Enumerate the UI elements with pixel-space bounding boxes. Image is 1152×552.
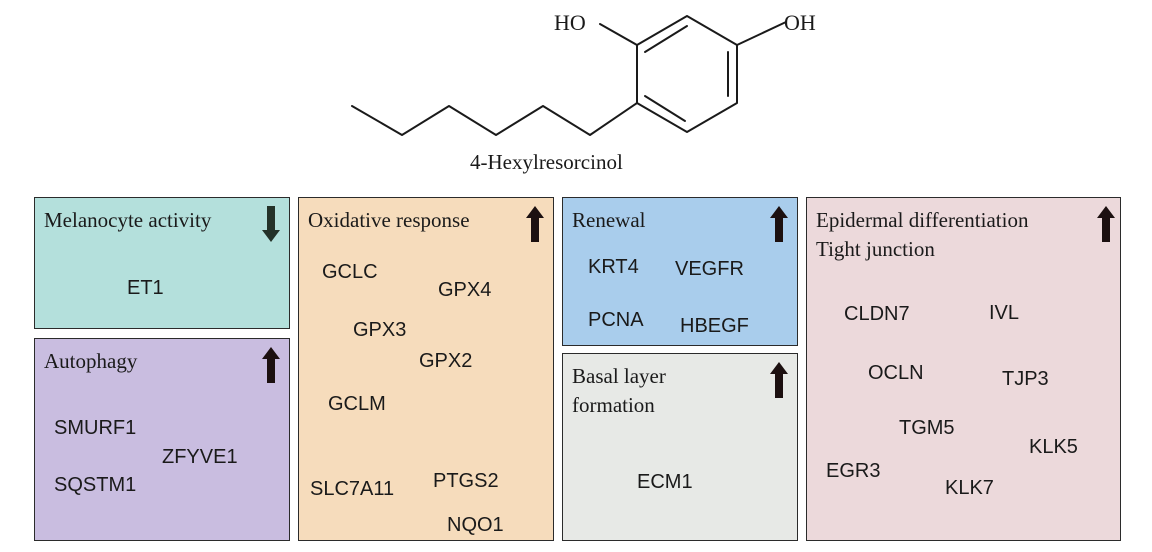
gene-vegfr: VEGFR xyxy=(675,258,744,280)
oxidative-response-panel: Oxidative response GCLC GPX4 GPX3 GPX2 G… xyxy=(298,197,554,541)
ho-label: HO xyxy=(554,10,586,35)
basal-layer-formation-panel: Basal layer formation ECM1 xyxy=(562,353,798,541)
gene-sqstm1: SQSTM1 xyxy=(54,474,137,496)
down-arrow-icon xyxy=(262,206,280,242)
panel-title-line2: formation xyxy=(572,393,655,417)
gene-nqo1: NQO1 xyxy=(447,514,504,536)
gene-egr3: EGR3 xyxy=(826,460,881,482)
panel-title: Epidermal differentiation Tight junction xyxy=(816,206,1028,264)
gene-klk7: KLK7 xyxy=(945,477,994,499)
up-arrow-icon xyxy=(1097,206,1115,242)
gene-ivl: IVL xyxy=(989,302,1020,324)
gene-et1: ET1 xyxy=(127,277,164,299)
panel-title: Autophagy xyxy=(44,349,138,373)
gene-gpx2: GPX2 xyxy=(419,350,473,372)
autophagy-panel: Autophagy SMURF1 ZFYVE1 SQSTM1 xyxy=(34,338,290,541)
structure-bonds xyxy=(351,15,787,136)
epidermal-differentiation-panel: Epidermal differentiation Tight junction… xyxy=(806,197,1121,541)
panel-title-line1: Basal layer xyxy=(572,364,666,388)
gene-gclc: GCLC xyxy=(322,261,378,283)
gene-krt4: KRT4 xyxy=(588,256,639,278)
gene-gpx4: GPX4 xyxy=(438,279,492,301)
compound-name: 4-Hexylresorcinol xyxy=(470,150,623,174)
melanocyte-activity-panel: Melanocyte activity ET1 xyxy=(34,197,290,329)
gene-smurf1: SMURF1 xyxy=(54,417,137,439)
gene-zfyve1: ZFYVE1 xyxy=(162,446,238,468)
gene-klk5: KLK5 xyxy=(1029,436,1078,458)
gene-pcna: PCNA xyxy=(588,309,644,331)
panel-title: Renewal xyxy=(572,208,646,232)
up-arrow-icon xyxy=(526,206,544,242)
up-arrow-icon xyxy=(262,347,280,383)
gene-slc7a11: SLC7A11 xyxy=(310,478,395,500)
gene-ptgs2: PTGS2 xyxy=(433,470,499,492)
hexylresorcinol-structure: HO OH xyxy=(351,10,816,136)
up-arrow-icon xyxy=(770,362,788,398)
panel-title-line2: Tight junction xyxy=(816,237,935,261)
up-arrow-icon xyxy=(770,206,788,242)
panel-title: Oxidative response xyxy=(308,208,470,232)
gene-ocln: OCLN xyxy=(868,362,924,384)
panel-title-line1: Epidermal differentiation xyxy=(816,208,1029,232)
gene-hbegf: HBEGF xyxy=(680,315,749,337)
gene-cldn7: CLDN7 xyxy=(844,303,910,325)
panel-title: Basal layer formation xyxy=(572,362,666,420)
gene-tjp3: TJP3 xyxy=(1002,368,1049,390)
gene-gpx3: GPX3 xyxy=(353,319,407,341)
gene-tgm5: TGM5 xyxy=(899,417,955,439)
oh-label: OH xyxy=(784,10,816,35)
gene-gclm: GCLM xyxy=(328,393,386,415)
gene-ecm1: ECM1 xyxy=(637,471,693,493)
panel-title: Melanocyte activity xyxy=(44,208,212,232)
renewal-panel: Renewal KRT4 VEGFR PCNA HBEGF xyxy=(562,197,798,346)
